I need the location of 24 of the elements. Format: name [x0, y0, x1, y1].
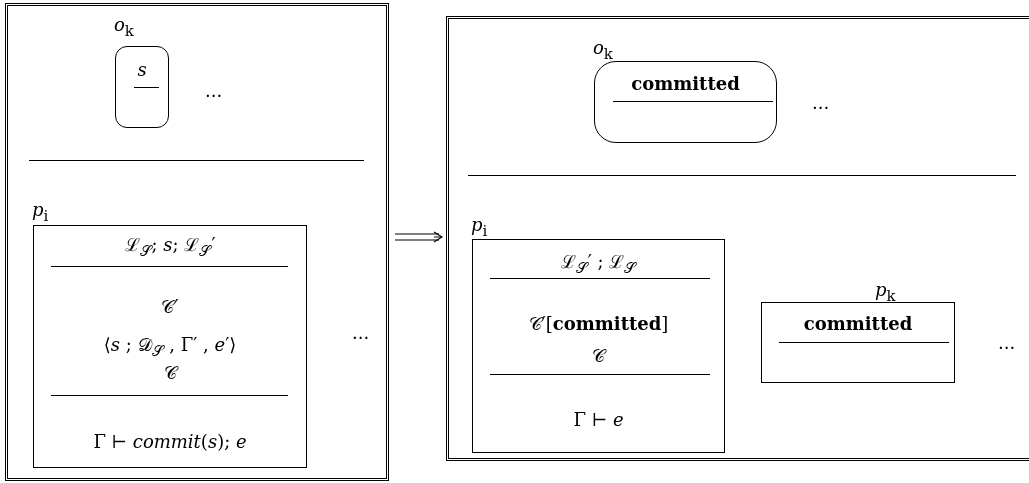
ellipsis-text: ... — [812, 92, 830, 113]
formula-text: 𝒞 — [592, 344, 605, 368]
formula-text: Γ ⊢ commit(s); e — [93, 430, 247, 454]
ellipsis-text: ... — [205, 80, 223, 101]
formula-text: 𝒞′[committed] — [528, 312, 669, 336]
ellipsis-text: ... — [352, 322, 370, 343]
formula-text: committed — [803, 312, 913, 336]
node-heading: p$_{i}$ — [32, 198, 49, 227]
ellipsis-text: ... — [998, 332, 1016, 353]
formula-text: s — [137, 58, 147, 82]
formula-text: Γ ⊢ e — [573, 408, 624, 432]
formula-text: committed — [631, 72, 740, 96]
formula-text: ⟨s ; 𝒟$_{𝒮}$ , Γ′ , e′⟩ — [103, 333, 237, 362]
formula-text: ℒ$_{𝒮}$′ ; ℒ$_{𝒮}$ — [560, 250, 637, 279]
double-arrow — [394, 231, 443, 243]
formula-text: ℒ$_{𝒮}$; s; ℒ$_{𝒮}$′ — [124, 233, 216, 262]
node-heading: o$_{k}$ — [114, 13, 134, 42]
configuration-box — [5, 3, 389, 481]
node-heading: o$_{k}$ — [593, 36, 613, 65]
formula-text: 𝒞′ — [161, 295, 179, 319]
configuration-box — [446, 16, 1029, 461]
node-heading: p$_{i}$ — [471, 213, 488, 242]
node-heading: p$_{k}$ — [875, 278, 896, 307]
formula-text: 𝒞 — [163, 361, 177, 385]
